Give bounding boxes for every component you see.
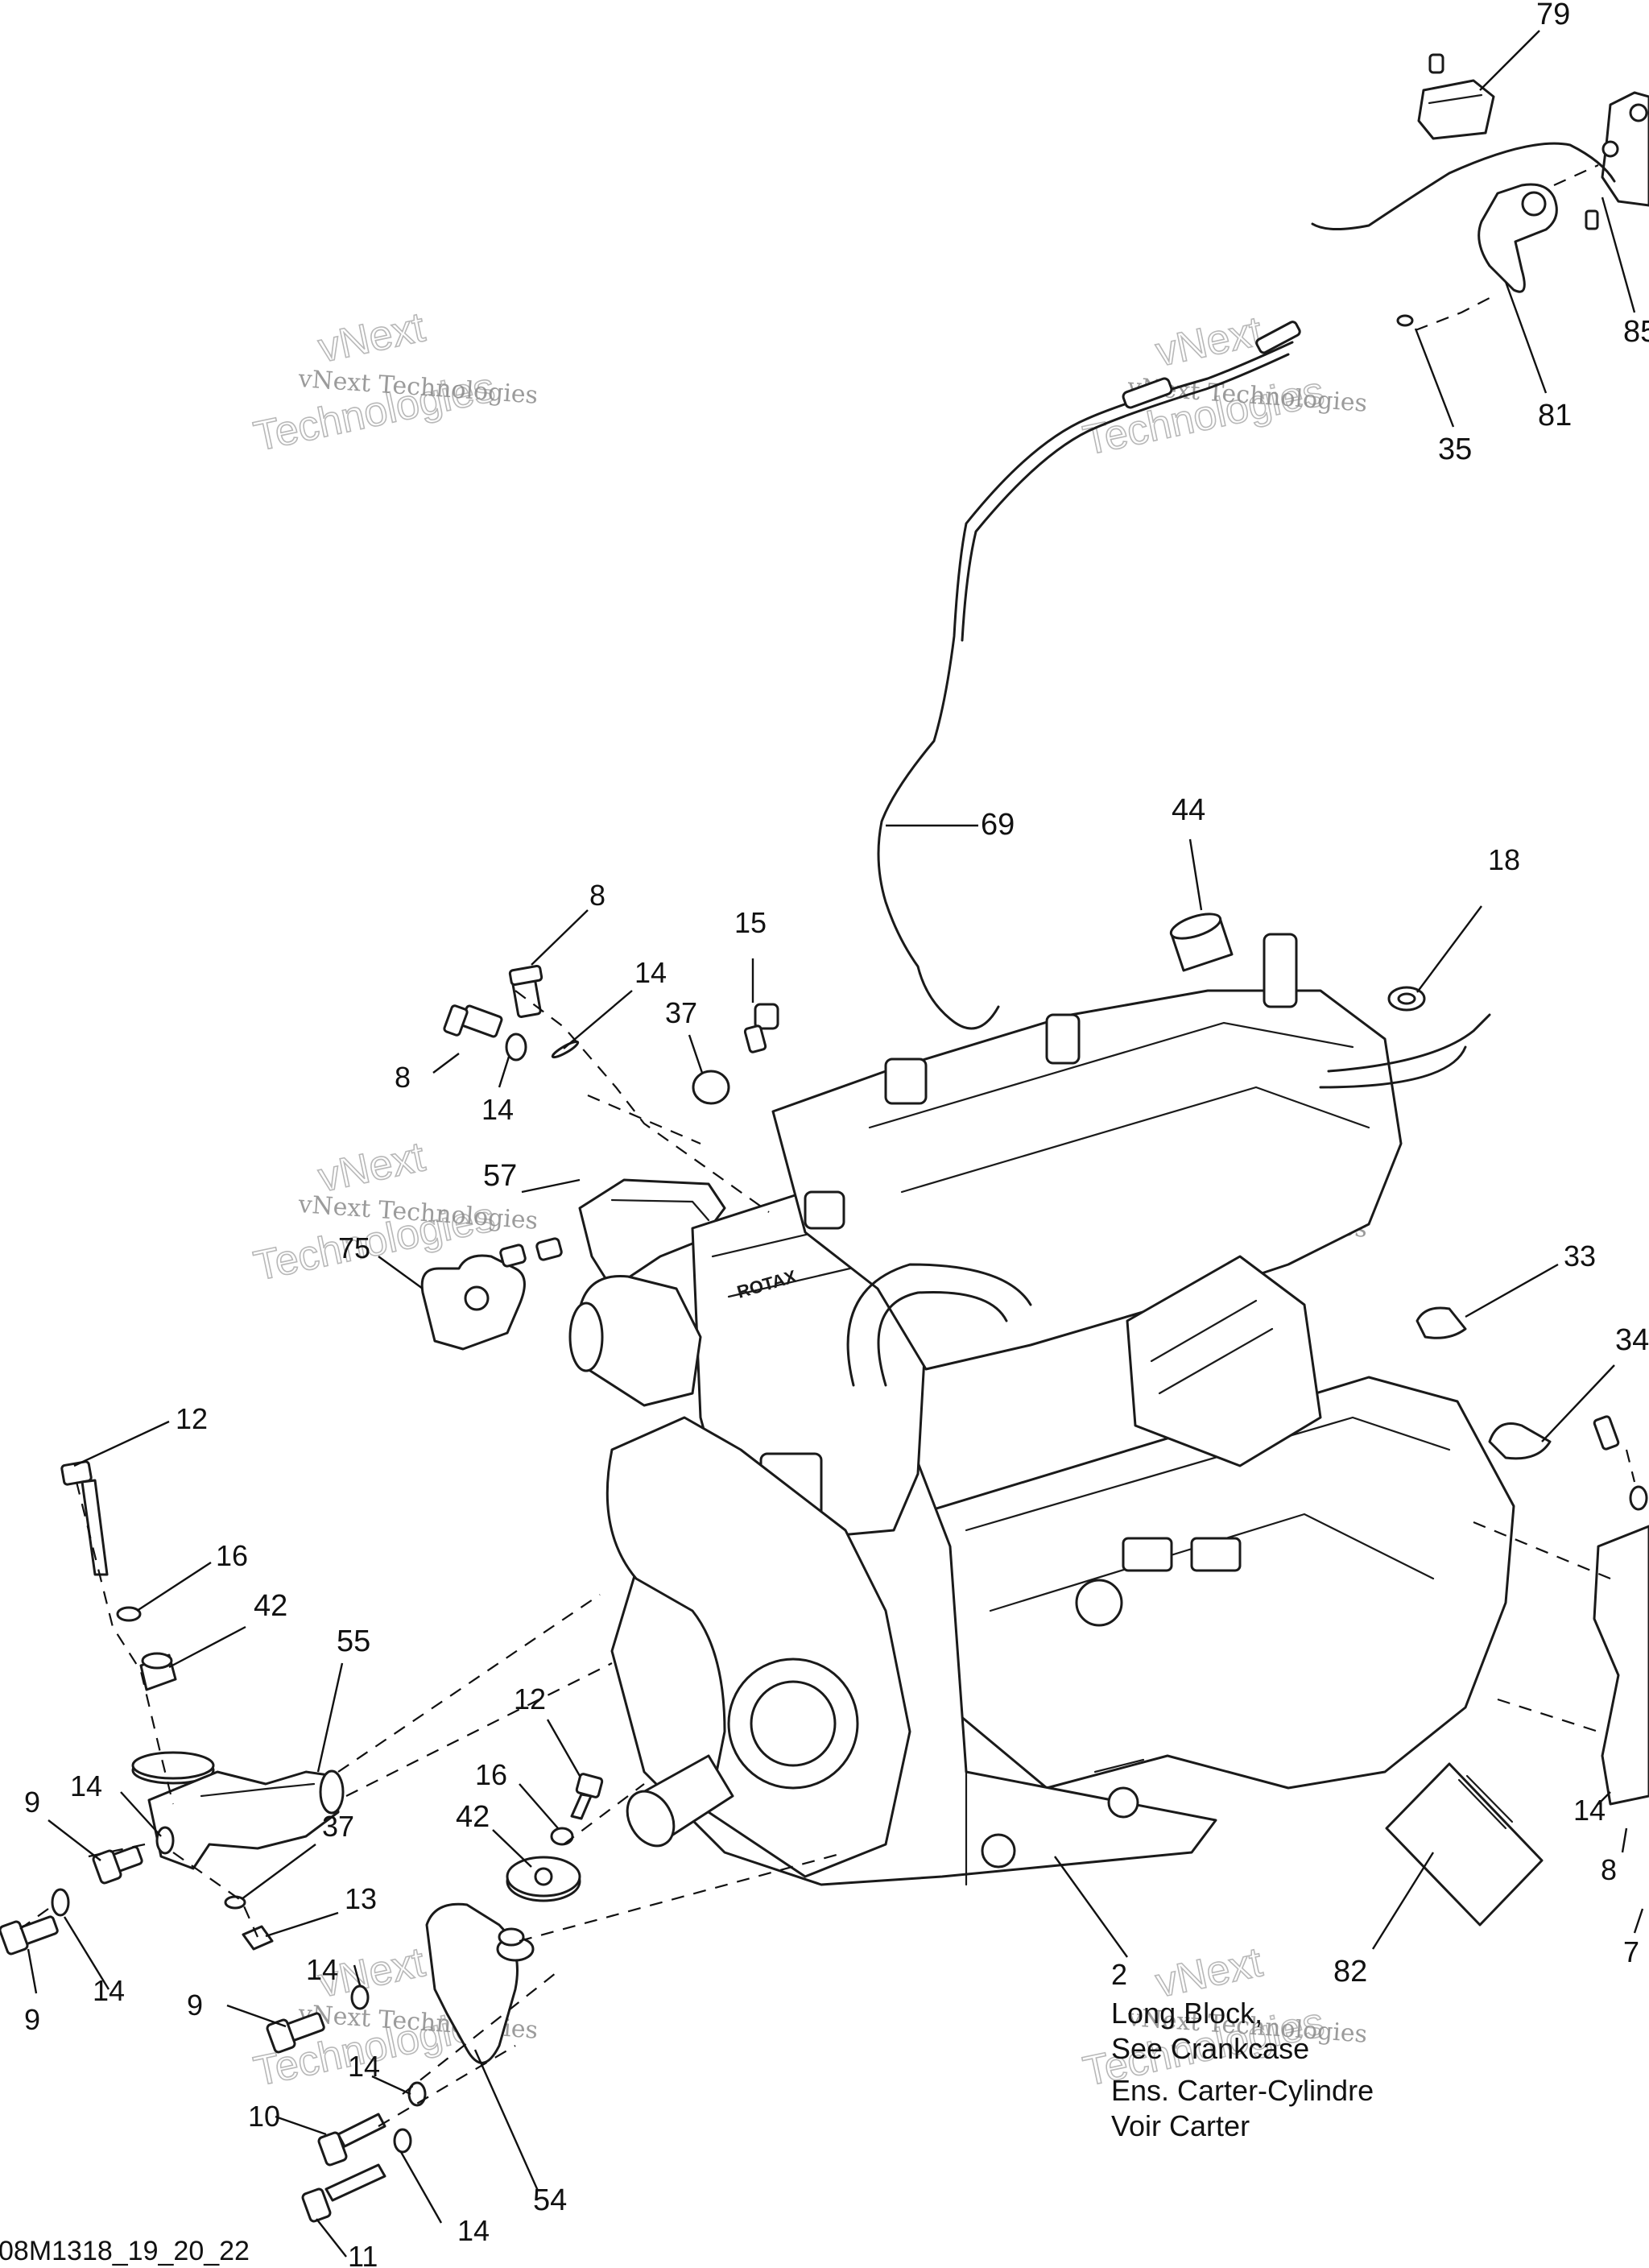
callout-85: 85 (1623, 315, 1649, 349)
part-44-sleeve (1169, 913, 1234, 972)
part-14-washer-d (51, 1888, 70, 1917)
part-69-cable (877, 341, 1294, 1030)
callout-14-a: 14 (634, 956, 667, 989)
callout-12-b: 12 (514, 1682, 546, 1715)
part-14-washer-g (393, 2128, 412, 2154)
leader-lines (27, 30, 1644, 2258)
callout-79: 79 (1536, 0, 1570, 31)
callout-14-d: 14 (93, 1974, 125, 2007)
callout-14-c: 14 (70, 1769, 102, 1802)
part-75-mount (420, 1237, 563, 1351)
callout-69: 69 (981, 808, 1015, 842)
note-line-2: See Crankcase (1111, 2032, 1309, 2065)
callout-11: 11 (348, 2240, 378, 2268)
callout-16-a: 16 (216, 1539, 248, 1572)
callout-2: 2 (1111, 1958, 1127, 1991)
drawing-id: 08M1318_19_20_22 (0, 2236, 250, 2266)
callout-13: 13 (345, 1882, 377, 1915)
part-13-nut (242, 1925, 274, 1951)
note-line-4: Voir Carter (1111, 2109, 1250, 2142)
part-14-washer-b (551, 1040, 580, 1059)
part-54-mount-bracket (425, 1902, 535, 2064)
callout-55: 55 (337, 1624, 370, 1658)
callout-33: 33 (1564, 1240, 1596, 1273)
callout-37-a: 37 (665, 996, 697, 1029)
callout-9-a: 9 (24, 1786, 40, 1819)
callout-8-a: 8 (589, 879, 605, 912)
part-18-clamp (1387, 986, 1426, 1012)
callout-34: 34 (1615, 1323, 1649, 1357)
callout-42-a: 42 (254, 1589, 287, 1623)
callout-12-a: 12 (176, 1402, 208, 1435)
part-10-bolt (317, 2113, 386, 2167)
part-right-bracket (1593, 1415, 1649, 1806)
callout-75: 75 (338, 1231, 370, 1264)
callout-18: 18 (1488, 843, 1520, 876)
callout-81: 81 (1538, 399, 1572, 432)
callout-57: 57 (483, 1159, 517, 1193)
part-15-bolt (743, 1003, 779, 1053)
part-37-nut-a (692, 1070, 730, 1105)
part-16-washer-b (550, 1827, 574, 1846)
note-line-1: Long Block, (1111, 1997, 1263, 2030)
cable-end-fitting (1122, 377, 1173, 409)
part-33-clamp (1415, 1306, 1467, 1339)
callout-54: 54 (533, 2183, 567, 2217)
part-14-washer-c (155, 1826, 175, 1855)
long-block-note: Long Block, See Crankcase Ens. Carter-Cy… (1111, 1997, 1374, 2142)
part-79-connector (1417, 53, 1495, 140)
part-12-long-bolt (60, 1460, 109, 1576)
part-isolator-disc-a (131, 1751, 215, 1785)
part-81-lever-housing (1477, 183, 1558, 293)
callout-82: 82 (1333, 1955, 1367, 1989)
part-34-clamp (1488, 1422, 1552, 1460)
part-12-bolt-b (570, 1773, 604, 1820)
callout-labels: 79 85 81 35 69 44 18 8 8 14 14 15 37 57 … (24, 0, 1649, 2268)
part-9-bolt-a (92, 1845, 143, 1885)
callout-14-b: 14 (481, 1093, 514, 1126)
callout-44: 44 (1172, 793, 1205, 827)
callout-10: 10 (248, 2100, 280, 2133)
callout-14-g: 14 (457, 2214, 490, 2247)
callout-16-b: 16 (475, 1758, 507, 1791)
part-55-mount-bracket (147, 1769, 345, 1870)
engine-long-block: ROTAX (568, 933, 1515, 1886)
ecu-module (1126, 1255, 1322, 1467)
throttle-cable-upper (1311, 142, 1616, 231)
part-35-clip (1396, 314, 1414, 327)
callout-42-b: 42 (456, 1800, 490, 1834)
part-14-washer-e (350, 1984, 370, 2010)
callout-8-c: 8 (1601, 1853, 1617, 1886)
callout-9-b: 9 (24, 2003, 40, 2036)
part-42-isolator-b (506, 1856, 581, 1902)
watermark-top-left: vNext Technologies vNext Technologies (250, 303, 539, 461)
part-8-bolt-a (508, 964, 543, 1018)
part-lever-bracket (1601, 91, 1649, 207)
part-11-bolt (301, 2163, 386, 2223)
callout-35: 35 (1438, 432, 1472, 466)
part-42-bushing-a (139, 1652, 177, 1691)
part-9-bolt-b (0, 1915, 59, 1956)
watermark-top-right: vNext Technologies vNext Technologies (1079, 307, 1369, 465)
callout-8-b: 8 (395, 1061, 411, 1094)
callout-14-h: 14 (1573, 1794, 1606, 1827)
part-82-label-card (1385, 1762, 1544, 1927)
callout-14-f: 14 (348, 2050, 380, 2083)
watermark-big: vNext (314, 1133, 429, 1201)
callout-37-b: 37 (322, 1810, 354, 1843)
part-85-screw (1585, 209, 1599, 230)
callout-9-c: 9 (187, 1989, 203, 2022)
assembly-lines (19, 163, 1636, 2127)
part-14-washer-a (505, 1033, 527, 1062)
watermark-big: vNext (1151, 308, 1267, 375)
callout-14-e: 14 (306, 1953, 338, 1986)
callout-7: 7 (1623, 1935, 1639, 1968)
callout-15: 15 (734, 906, 767, 939)
watermark-big: vNext (314, 304, 429, 371)
part-16-washer-a (116, 1606, 142, 1622)
part-8-bolt-b (443, 1004, 503, 1038)
note-line-3: Ens. Carter-Cylindre (1111, 2074, 1374, 2107)
